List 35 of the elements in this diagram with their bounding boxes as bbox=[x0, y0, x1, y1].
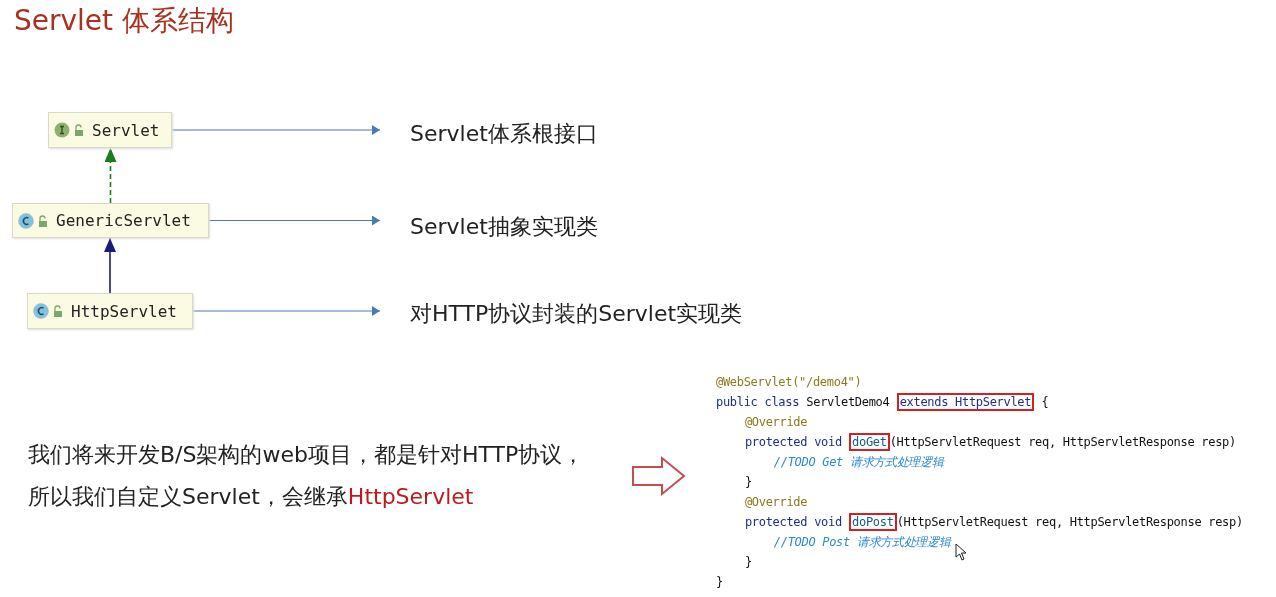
arrow bbox=[208, 215, 381, 226]
class-box bbox=[12, 203, 209, 238]
highlighted-code: doPost bbox=[849, 513, 897, 531]
class-name: Servlet bbox=[92, 120, 160, 140]
block-arrow bbox=[632, 455, 686, 497]
code-text: ServletDemo4 bbox=[806, 395, 890, 409]
code-text: protected void bbox=[744, 515, 842, 529]
code-text: } bbox=[744, 555, 752, 569]
code-text: //TODO Get 请求方式处理逻辑 bbox=[773, 455, 944, 469]
arrow bbox=[104, 237, 116, 294]
description-text: 对HTTP协议封装的Servlet实现类 bbox=[380, 299, 743, 329]
paragraph: 我们将来开发B/S架构的web项目，都是针对HTTP协议，所以我们自定义Servlet，会继承HttpServlet bbox=[28, 434, 633, 518]
class-box bbox=[48, 112, 172, 148]
code-text: (HttpServletRequest req, HttpServletResponse resp) bbox=[896, 515, 1243, 529]
code-text: (HttpServletRequest req, HttpServletResponse resp) bbox=[889, 435, 1236, 449]
code-text: @Override bbox=[744, 415, 808, 429]
title: Servlet 体系结构 bbox=[14, 3, 234, 39]
code-text: } bbox=[716, 575, 723, 589]
arrow bbox=[171, 125, 381, 135]
code-text: public class bbox=[716, 395, 800, 409]
arrow bbox=[192, 306, 381, 316]
code-text: } bbox=[744, 475, 752, 489]
code-text: @WebServlet("/demo4") bbox=[716, 375, 862, 389]
arrow bbox=[104, 147, 117, 204]
code-text: //TODO Post 请求方式处理逻辑 bbox=[773, 535, 951, 549]
highlighted-code: doGet bbox=[849, 433, 890, 451]
description-text: Servlet体系根接口 bbox=[380, 119, 598, 149]
code-text: { bbox=[1041, 395, 1049, 409]
class-name: HttpServlet bbox=[71, 301, 177, 321]
class-name: GenericServlet bbox=[56, 211, 191, 230]
code-text: protected void bbox=[744, 435, 842, 449]
highlighted-code: extends HttpServlet bbox=[896, 393, 1035, 411]
class-box bbox=[27, 293, 193, 329]
description-text: Servlet抽象实现类 bbox=[380, 212, 598, 242]
code-text: @Override bbox=[744, 495, 808, 509]
